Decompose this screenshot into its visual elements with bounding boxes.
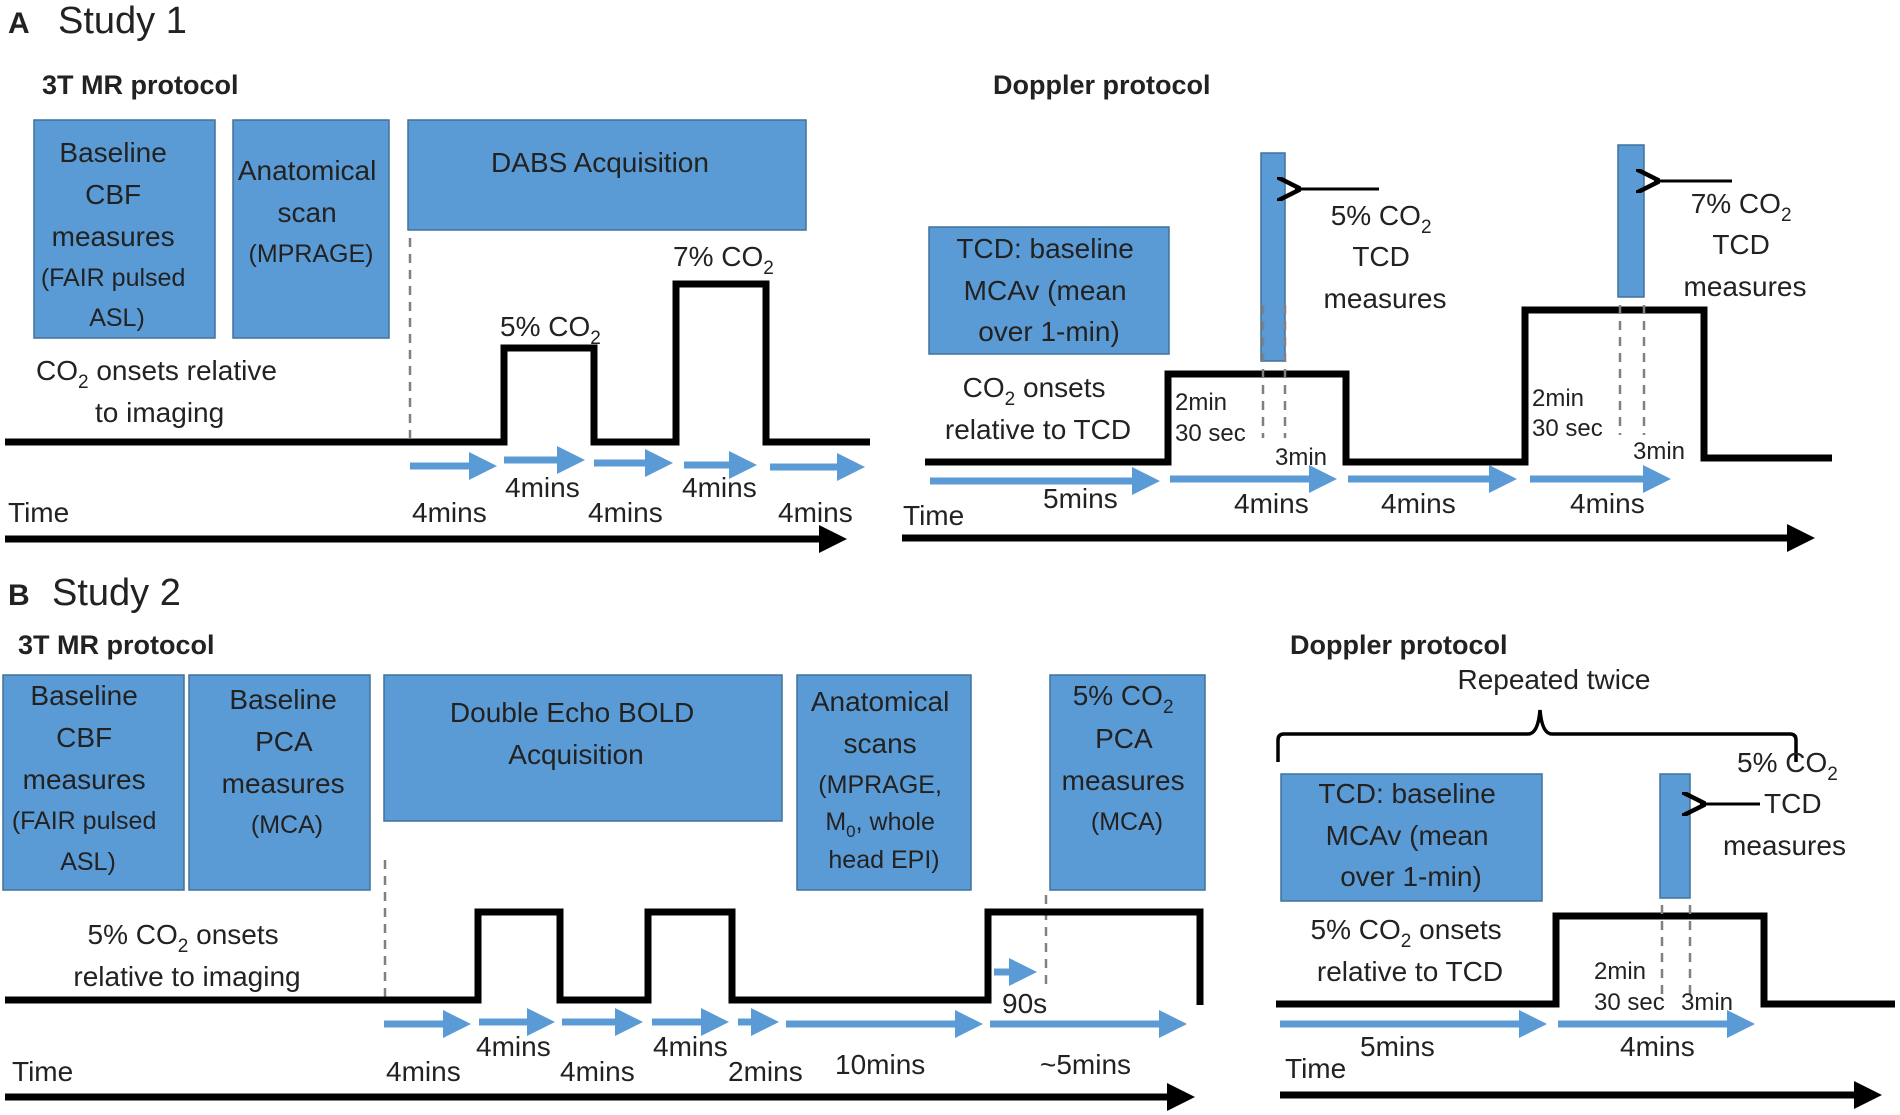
double-echo-bold-box-text: Double Echo BOLD Acquisition: [450, 697, 702, 770]
doppler-duration-a-1: 5mins: [1043, 483, 1118, 514]
co2-onsets-tcd-a: CO2 onsets relative to TCD: [945, 372, 1131, 445]
baseline-pca-box-b: [188, 674, 371, 891]
baseline-cbf-box-b: [2, 674, 185, 891]
three-min-label-a-2: 3min: [1633, 438, 1685, 465]
baseline-cbf-box-a: [33, 119, 216, 339]
co2-onsets-tcd-b: 5% CO2 onsets relative to TCD: [1311, 914, 1510, 987]
duration-label-a-1: 4mins: [412, 497, 487, 528]
anatomical-scans-box-b-text: Anatomical scans (MPRAGE, M0, whole head…: [811, 686, 957, 874]
two-min-label-a-1: 2min 30 sec: [1175, 389, 1246, 447]
time-label-a-mr: Time: [8, 497, 69, 528]
panel-b: B Study 2 3T MR protocol Doppler protoco…: [2, 572, 1895, 1111]
tcd-baseline-box-b: [1280, 773, 1543, 902]
tcd-baseline-box-a-text: TCD: baseline MCAv (mean over 1-min): [956, 233, 1141, 347]
time-label-b-mr: Time: [12, 1056, 73, 1087]
panel-b-title: Study 2: [52, 572, 181, 614]
co2-onsets-imaging-b: 5% CO2 onsets relative to imaging: [73, 919, 300, 992]
panel-a-letter: A: [8, 7, 30, 40]
double-echo-bold-box: [383, 674, 783, 822]
co2-5-label-a: 5% CO2: [500, 311, 601, 349]
repeated-brace: [1276, 709, 1798, 762]
mr-heading-a: 3T MR protocol: [42, 70, 239, 100]
co2-7-label-a: 7% CO2: [673, 241, 774, 279]
two-min-label-a-2: 2min 30 sec: [1532, 385, 1603, 442]
co2-waveform-b: [5, 908, 1204, 1005]
duration-label-a-5: 4mins: [778, 497, 853, 528]
tcd-measures-label-b: 5% CO2 TCD measures: [1723, 747, 1846, 861]
baseline-cbf-box-a-text: Baseline CBF measures (FAIR pulsed ASL): [41, 137, 193, 332]
duration-label-a-2: 4mins: [505, 472, 580, 503]
duration-label-a-3: 4mins: [588, 497, 663, 528]
time-label-a-doppler: Time: [903, 500, 964, 531]
anatomical-scans-box-b: [796, 674, 972, 891]
tcd-baseline-box-b-text: TCD: baseline MCAv (mean over 1-min): [1318, 778, 1503, 892]
panel-a: A Study 1 3T MR protocol Doppler protoco…: [5, 0, 1832, 553]
two-min-label-b: 2min 30 sec: [1594, 958, 1665, 1016]
duration-label-b-2: 4mins: [476, 1031, 551, 1062]
co2-waveform-a: [5, 280, 870, 446]
pca-co2-box-b-text: 5% CO2 PCA measures (MCA): [1062, 680, 1193, 836]
duration-label-b-3: 4mins: [560, 1056, 635, 1087]
doppler-duration-b-1: 5mins: [1360, 1031, 1435, 1062]
doppler-heading-a: Doppler protocol: [993, 70, 1211, 100]
baseline-cbf-box-b-text: Baseline CBF measures (FAIR pulsed ASL): [12, 680, 164, 876]
three-min-label-b: 3min: [1681, 989, 1733, 1016]
co2-waveform-a-doppler: [925, 306, 1832, 466]
baseline-pca-box-b-text: Baseline PCA measures (MCA): [222, 684, 353, 839]
dabs-acquisition-box: [407, 119, 807, 231]
duration-label-b-6: 10mins: [835, 1049, 925, 1080]
duration-label-b-5: 2mins: [728, 1056, 803, 1087]
tcd7-measure-bar-a: [1617, 144, 1645, 298]
co2-waveform-b-doppler: [1276, 912, 1895, 1008]
repeated-twice-label: Repeated twice: [1457, 664, 1650, 695]
doppler-duration-a-4: 4mins: [1570, 488, 1645, 519]
three-min-label-a-1: 3min: [1275, 444, 1327, 471]
anatomical-scan-box-a-text: Anatomical scan (MPRAGE): [238, 155, 384, 268]
duration-label-b-90s: 90s: [1002, 988, 1047, 1019]
anatomical-scan-box-a: [232, 119, 390, 339]
co2-onsets-imaging-a: CO2 onsets relative to imaging: [36, 355, 285, 428]
mr-heading-b: 3T MR protocol: [18, 630, 215, 660]
doppler-duration-b-2: 4mins: [1620, 1031, 1695, 1062]
panel-b-letter: B: [8, 579, 30, 612]
dabs-acquisition-label: DABS Acquisition: [491, 147, 709, 178]
doppler-duration-a-3: 4mins: [1381, 488, 1456, 519]
duration-label-b-4: 4mins: [653, 1031, 728, 1062]
duration-label-a-4: 4mins: [682, 472, 757, 503]
doppler-duration-a-2: 4mins: [1234, 488, 1309, 519]
duration-label-b-1: 4mins: [386, 1056, 461, 1087]
time-label-b-doppler: Time: [1285, 1053, 1346, 1084]
tcd-measure-bar-b: [1659, 773, 1691, 899]
tcd-baseline-box-a: [928, 226, 1170, 355]
doppler-heading-b: Doppler protocol: [1290, 630, 1508, 660]
tcd5-measures-label-a: 5% CO2 TCD measures: [1324, 200, 1447, 314]
panel-a-title: Study 1: [58, 0, 187, 42]
tcd7-measures-label-a: 7% CO2 TCD measures: [1684, 188, 1807, 302]
duration-label-b-7: ~5mins: [1040, 1049, 1131, 1080]
tcd5-measure-bar-a: [1260, 152, 1286, 362]
pca-co2-box-b: [1049, 674, 1206, 891]
